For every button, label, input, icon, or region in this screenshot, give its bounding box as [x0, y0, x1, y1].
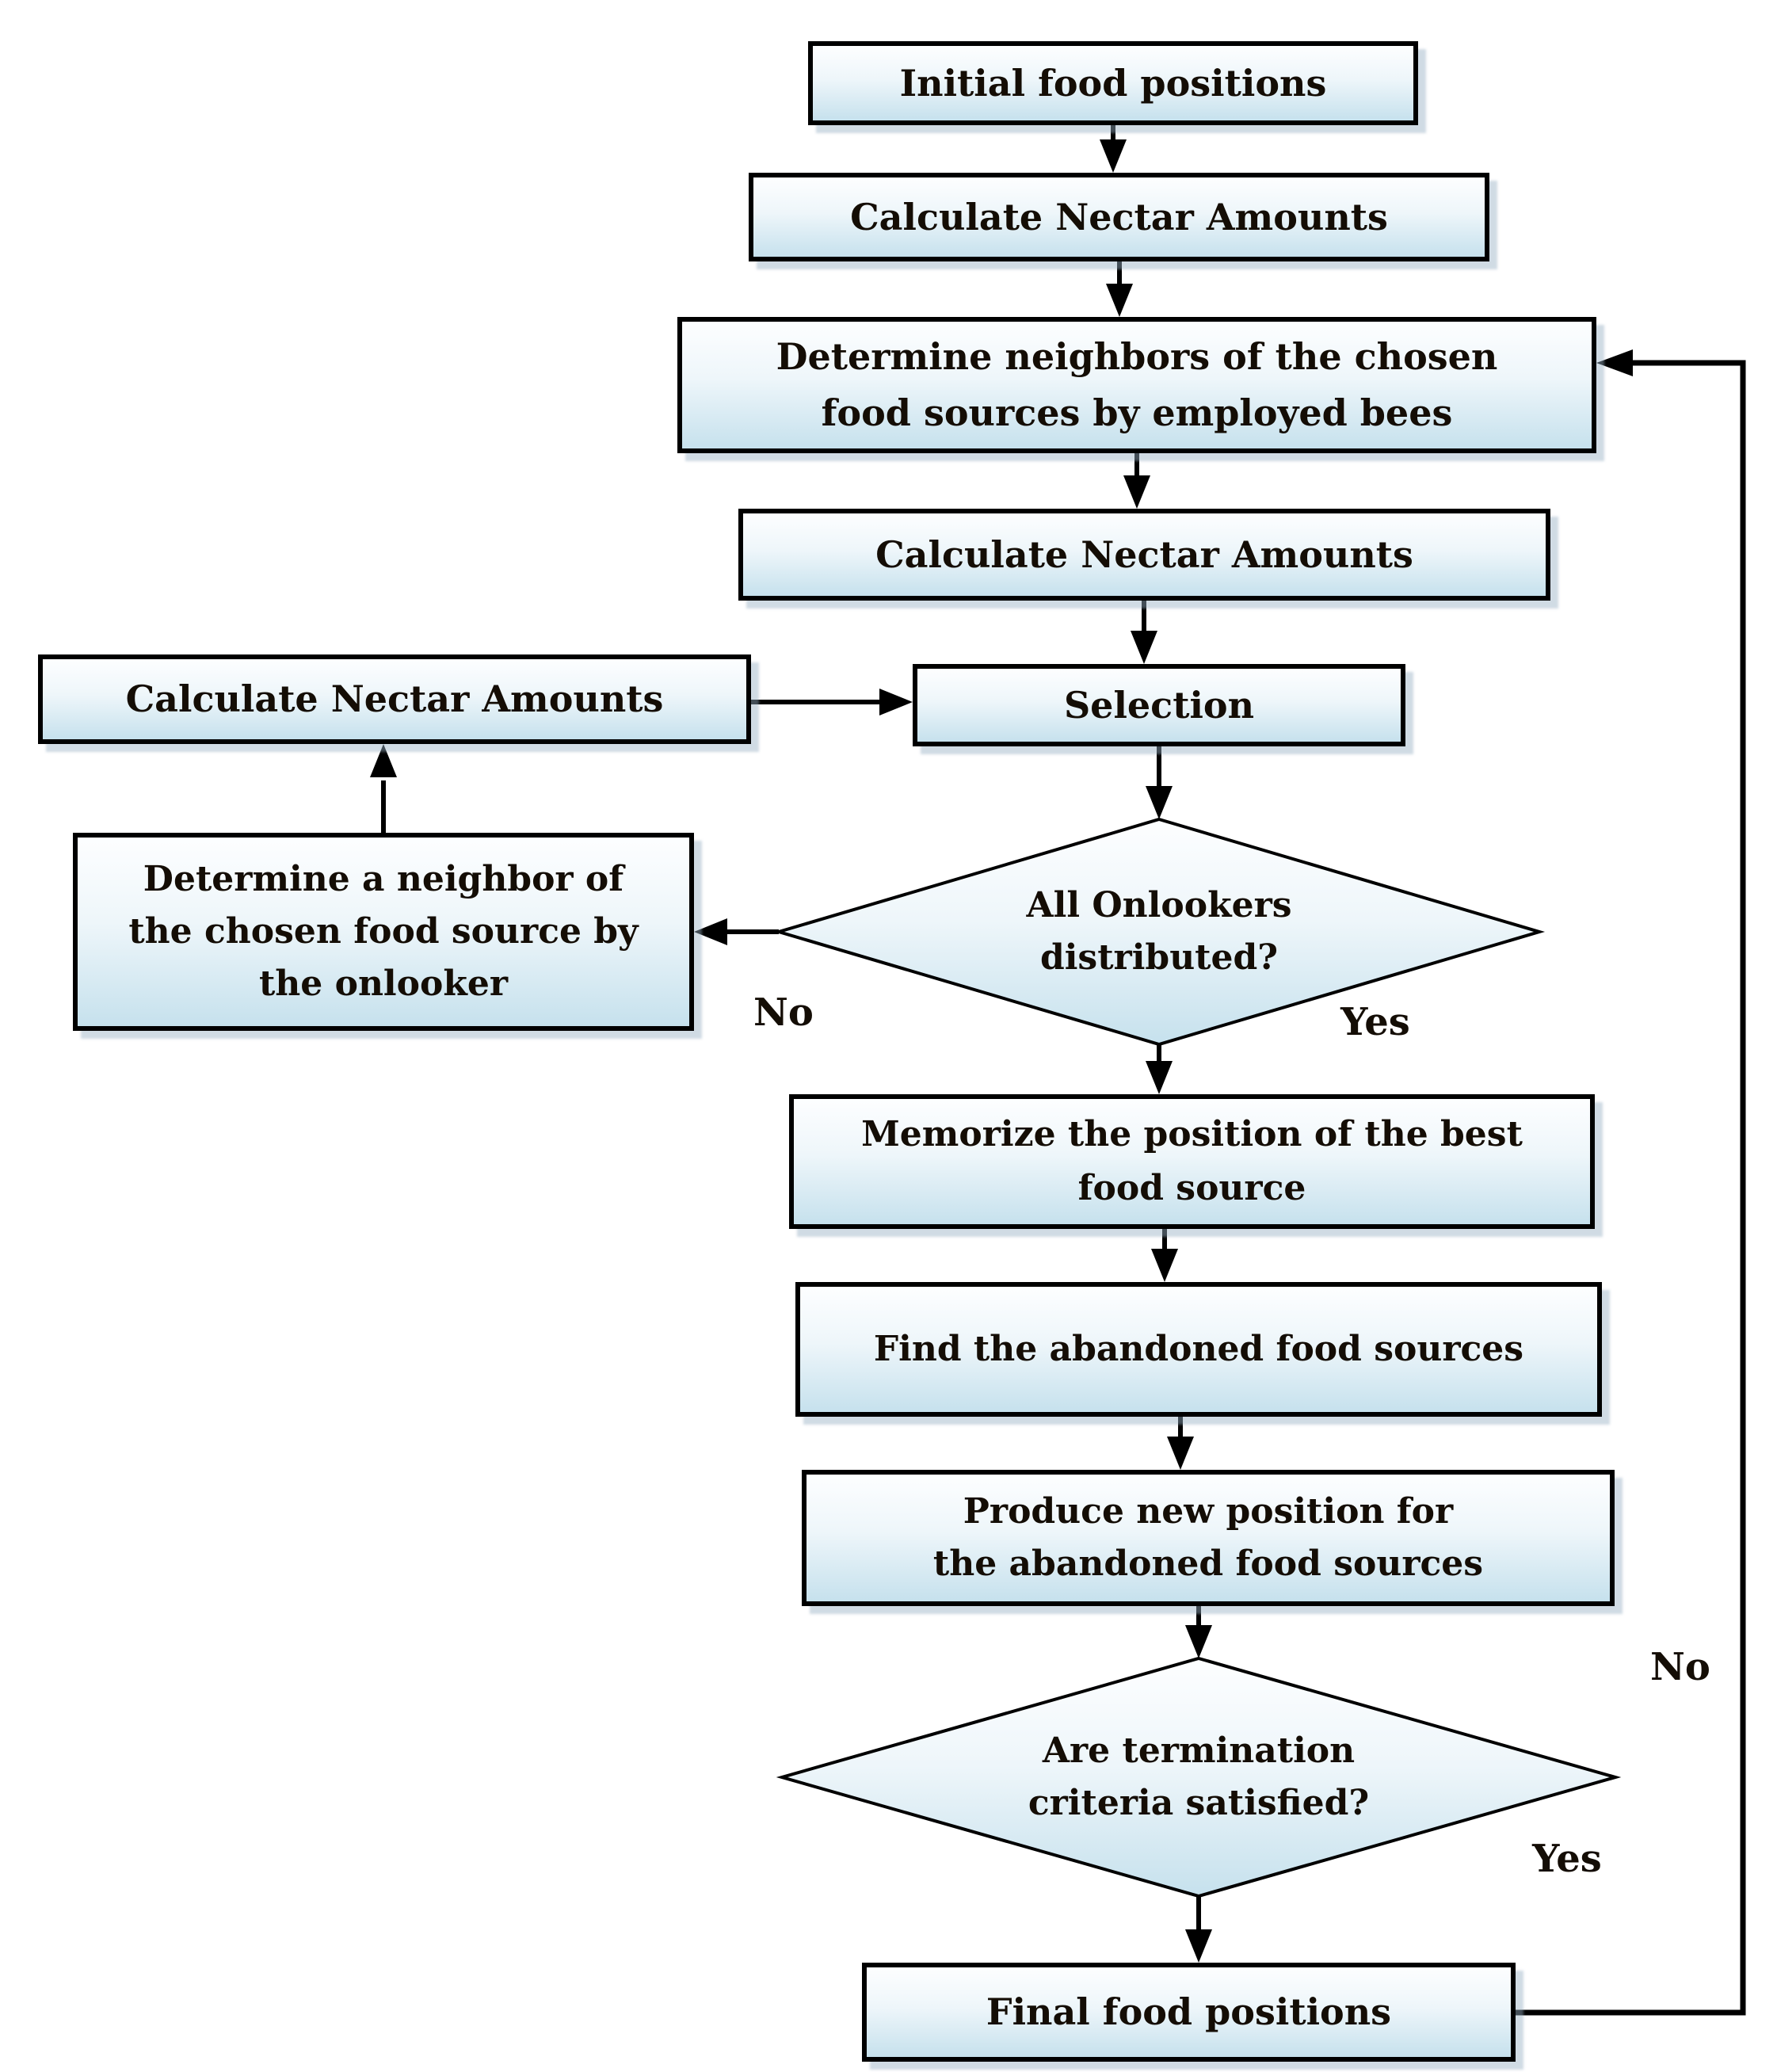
node-calc2-label: Calculate Nectar Amounts: [875, 532, 1413, 576]
node-produce-new-position: Produce new position for the abandoned f…: [802, 1470, 1615, 1606]
edge-initial-to-calc1-arrowhead: [1100, 139, 1127, 173]
node-find-abandoned-label: Find the abandoned food sources: [873, 1329, 1524, 1369]
node-selection-label: Selection: [1063, 683, 1255, 727]
node-calculate-nectar-amounts-1: Calculate Nectar Amounts: [749, 173, 1489, 261]
node-termination-decision: Are termination criteria satisfied?: [961, 1698, 1436, 1856]
node-calculate-nectar-amounts-2: Calculate Nectar Amounts: [738, 509, 1550, 601]
edge-onlookers-no-arrowhead: [694, 918, 727, 945]
edge-selection-to-onlookers-arrowhead: [1146, 786, 1173, 819]
node-determine-employed-bees: Determine neighbors of the chosen food s…: [677, 317, 1596, 453]
edge-find-to-produce-arrowhead: [1167, 1437, 1194, 1470]
node-calc1-label: Calculate Nectar Amounts: [850, 195, 1388, 238]
node-determine-employed-label: Determine neighbors of the chosen food s…: [776, 334, 1498, 434]
node-calc3-label: Calculate Nectar Amounts: [125, 677, 664, 720]
edge-onlookers-yes-arrowhead: [1146, 1061, 1173, 1094]
label-onlookers-no: No: [753, 990, 814, 1035]
node-find-abandoned-sources: Find the abandoned food sources: [795, 1282, 1602, 1417]
node-determine-onlooker-label: Determine a neighbor of the chosen food …: [128, 859, 639, 1004]
edge-calc2-to-selection-arrowhead: [1131, 631, 1157, 664]
edge-memorize-to-find-arrowhead: [1151, 1249, 1178, 1282]
edge-onlooker-to-calc3-arrowhead: [370, 744, 397, 777]
label-termination-no: No: [1650, 1645, 1710, 1689]
node-determine-onlooker: Determine a neighbor of the chosen food …: [73, 833, 694, 1031]
node-memorize-label: Memorize the position of the best food s…: [861, 1113, 1523, 1208]
edge-produce-to-termination-arrowhead: [1185, 1625, 1212, 1658]
edge-feedback-no-path: [1516, 360, 1746, 2016]
edge-calc3-to-selection-arrowhead: [879, 689, 913, 715]
node-initial-food-positions: Initial food positions: [808, 41, 1418, 125]
node-produce-new-label: Produce new position for the abandoned f…: [932, 1491, 1484, 1584]
label-termination-yes: Yes: [1532, 1837, 1602, 1881]
node-final-food-positions: Final food positions: [862, 1963, 1516, 2062]
label-onlookers-yes: Yes: [1340, 1000, 1410, 1044]
node-onlookers-decision: All Onlookers distributed?: [921, 853, 1397, 1011]
node-termination-decision-label: Are termination criteria satisfied?: [1028, 1730, 1370, 1823]
edge-calc1-to-employed-arrowhead: [1106, 284, 1133, 317]
node-final-label: Final food positions: [986, 1990, 1392, 2033]
edge-employed-to-calc2-arrowhead: [1123, 475, 1150, 509]
node-initial-label: Initial food positions: [899, 61, 1327, 105]
node-onlookers-decision-label: All Onlookers distributed?: [1026, 885, 1292, 978]
edge-termination-yes-arrowhead: [1185, 1929, 1212, 1963]
edge-feedback-no-arrowhead: [1596, 349, 1633, 376]
node-selection: Selection: [913, 664, 1405, 746]
node-memorize-best-source: Memorize the position of the best food s…: [789, 1094, 1595, 1229]
node-calculate-nectar-amounts-3: Calculate Nectar Amounts: [38, 654, 751, 744]
